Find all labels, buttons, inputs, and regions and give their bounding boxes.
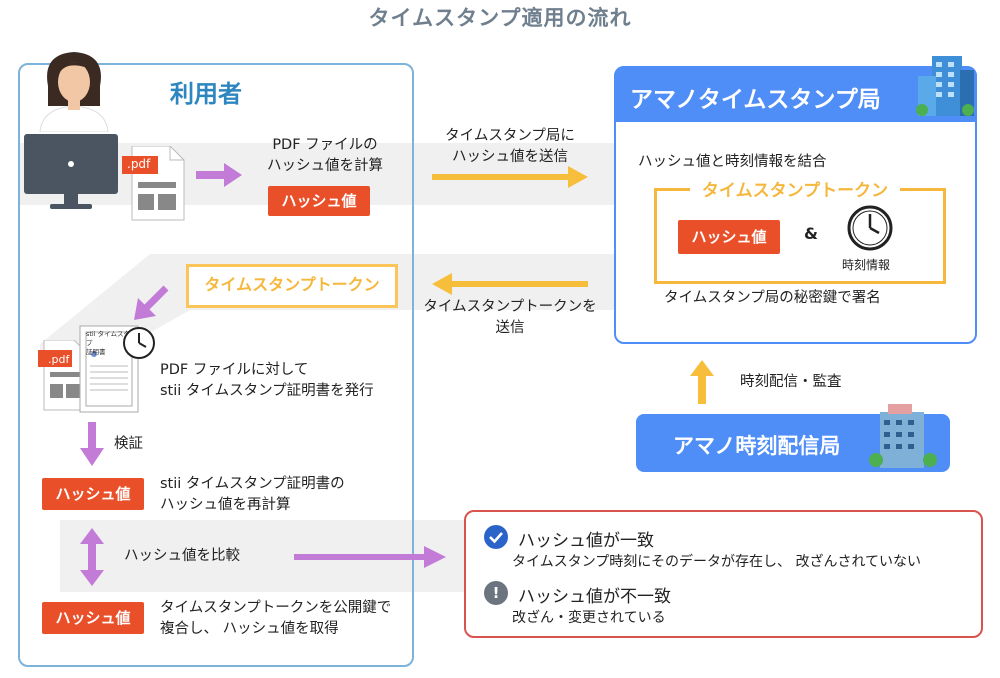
hash-value-badge-agency: ハッシュ値 [678, 220, 780, 254]
recalc-text-line1: stii タイムスタンプ証明書の [160, 476, 345, 492]
clock-icon-small [123, 327, 155, 359]
user-avatar-icon [39, 52, 109, 132]
verify-label: 検証 [114, 436, 143, 452]
certificate-title: stii タイムスタンプ 証明書 [86, 330, 140, 357]
send-text: タイムスタンプ局に ハッシュ値を送信 [420, 126, 600, 168]
decrypt-text-line1: タイムスタンプトークンを公開鍵で [160, 600, 392, 616]
flow-band-diagonal [40, 254, 190, 364]
calc-hash-line2: ハッシュ値を計算 [267, 158, 383, 174]
hash-value-badge-2: ハッシュ値 [42, 478, 144, 510]
calc-hash-text: PDF ファイルの ハッシュ値を計算 [250, 135, 400, 177]
issue-text-line2: stii タイムスタンプ証明書を発行 [160, 383, 374, 399]
recalc-text: stii タイムスタンプ証明書の ハッシュ値を再計算 [160, 474, 345, 516]
arrow-purple-down [80, 422, 104, 466]
arrow-yellow-up [690, 360, 714, 404]
deliver-text: 時刻配信・監査 [740, 374, 842, 390]
issue-text-line1: PDF ファイルに対して [160, 362, 309, 378]
decrypt-text-line2: 複合し、 ハッシュ値を取得 [160, 621, 339, 637]
calc-hash-line1: PDF ファイルの [272, 137, 378, 153]
check-icon [484, 525, 508, 549]
arrow-purple-right [196, 163, 242, 187]
arrow-purple-to-result [294, 546, 446, 568]
return-text: タイムスタンプトークンを 送信 [410, 297, 610, 339]
time-distribution-building-icon [869, 404, 937, 468]
recalc-text-line2: ハッシュ値を再計算 [160, 497, 291, 513]
hash-value-badge-3: ハッシュ値 [42, 602, 144, 634]
combine-text: ハッシュ値と時刻情報を結合 [638, 154, 827, 170]
timestamp-token-label: タイムスタンプトークン [204, 275, 380, 294]
decrypt-text: タイムスタンプトークンを公開鍵で 複合し、 ハッシュ値を取得 [160, 598, 391, 640]
page-title: タイムスタンプ適用の流れ [368, 6, 632, 30]
sign-text: タイムスタンプ局の秘密鍵で署名 [664, 290, 881, 306]
exclamation-icon: ! [484, 581, 508, 605]
user-title: 利用者 [170, 80, 242, 108]
time-distribution-title: アマノ時刻配信局 [673, 434, 841, 458]
timestamp-agency-header [614, 66, 977, 122]
pdf-document-icon-2 [38, 340, 87, 411]
timestamp-agency-title: アマノタイムスタンプ局 [630, 87, 881, 113]
return-text-line2: 送信 [495, 320, 525, 336]
match-subtitle: タイムスタンプ時刻にそのデータが存在し、 改ざんされていない [512, 554, 922, 570]
return-text-line1: タイムスタンプトークンを [423, 299, 597, 315]
clock-icon [847, 205, 893, 251]
certificate-title-line1: stii タイムスタンプ [86, 330, 137, 347]
arrow-purple-updown [80, 528, 104, 586]
mismatch-title: ハッシュ値が不一致 [518, 587, 671, 607]
arrow-yellow-left [432, 273, 588, 295]
ampersand: & [804, 224, 818, 243]
token-frame-label: タイムスタンプトークン [690, 176, 900, 201]
arrow-yellow-right [432, 166, 588, 188]
hash-value-badge-1: ハッシュ値 [268, 186, 370, 216]
send-text-line1: タイムスタンプ局に [445, 128, 575, 144]
pdf-label: .pdf [127, 157, 151, 171]
match-title: ハッシュ値が一致 [518, 531, 654, 551]
certificate-title-line2: 証明書 [86, 348, 106, 356]
pdf-document-icon [122, 146, 185, 221]
time-info-label: 時刻情報 [842, 258, 891, 272]
pdf-label-2: .pdf [48, 353, 70, 366]
user-panel [18, 63, 414, 667]
result-panel [464, 510, 983, 638]
compare-label: ハッシュ値を比較 [124, 548, 240, 564]
arrow-purple-diagonal [134, 285, 169, 320]
monitor-icon [24, 134, 118, 209]
mismatch-subtitle: 改ざん・変更されている [512, 610, 666, 626]
user-title-bg [150, 66, 270, 106]
issue-text: PDF ファイルに対して stii タイムスタンプ証明書を発行 [160, 360, 374, 402]
building-icon [916, 56, 974, 116]
timestamp-token-badge [186, 264, 398, 308]
send-text-line2: ハッシュ値を送信 [452, 149, 568, 165]
